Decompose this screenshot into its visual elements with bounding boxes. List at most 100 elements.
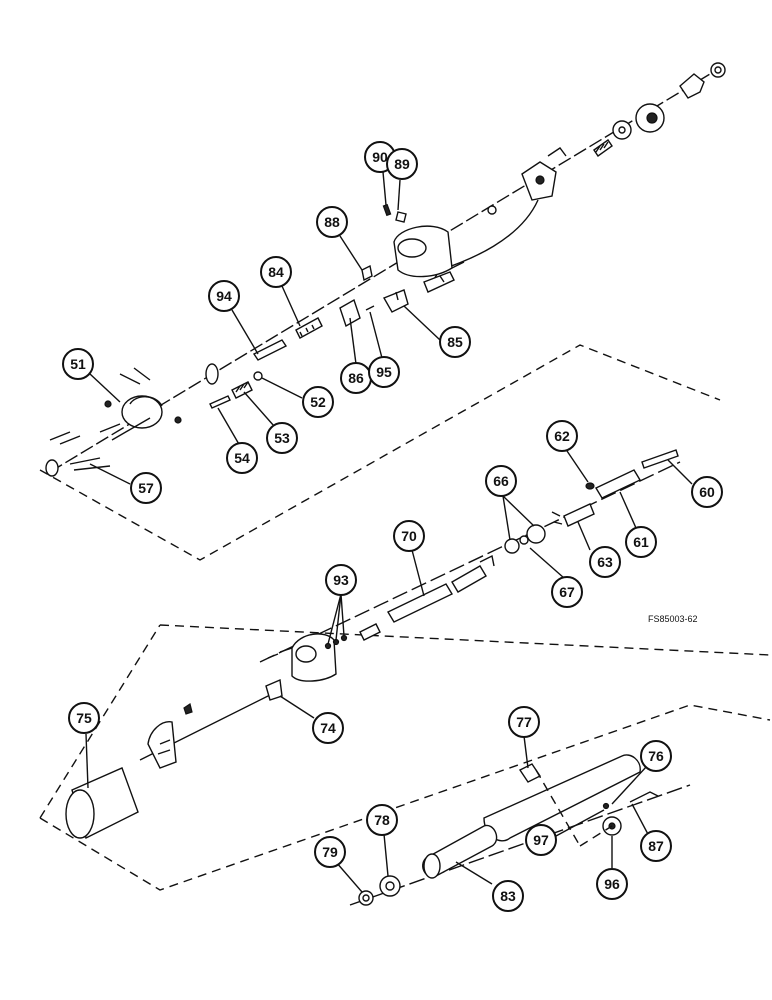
pivot-pins [49,423,121,445]
nut-79 [358,890,374,906]
callout-label: 95 [376,364,392,380]
callout-78: 78 [366,804,398,836]
rack-preload-spring-88 [361,264,373,282]
callout-97: 97 [525,824,557,856]
callout-label: 96 [604,876,620,892]
callout-label: 61 [633,534,649,550]
callout-61: 61 [625,526,657,558]
shaft-lock-washer [205,363,219,385]
sleeve-93-small [359,623,381,641]
callout-88: 88 [316,206,348,238]
bushing-57 [45,457,111,477]
callout-label: 86 [348,370,364,386]
bearing-66 [504,524,546,554]
callout-label: 89 [394,156,410,172]
callout-label: 83 [500,888,516,904]
callout-94: 94 [208,280,240,312]
retainer-78 [379,875,401,897]
callout-label: 67 [559,584,575,600]
callout-label: 94 [216,288,232,304]
lock-housing [393,225,465,283]
group-boundary-lower [39,624,771,891]
bolt-90 [382,203,392,217]
callout-62: 62 [546,420,578,452]
callout-label: 53 [274,430,290,446]
callout-label: 62 [554,428,570,444]
callout-53: 53 [266,422,298,454]
shaft-60 [641,449,679,469]
rack-84 [295,317,323,339]
screw-lower-left [183,703,193,715]
housing-93 [267,633,337,682]
callout-label: 54 [234,450,250,466]
upper-bearing-spring [593,139,613,157]
callout-label: 93 [333,572,349,588]
sleeve-61 [595,469,641,499]
callout-label: 66 [493,473,509,489]
upper-bearing-retainer [679,73,705,99]
spring-52 [253,371,263,381]
callout-label: 57 [138,480,154,496]
cancel-cam-gear [612,120,632,140]
tube-lower-83 [422,824,498,879]
callout-63: 63 [589,546,621,578]
callout-label: 75 [76,710,92,726]
spring-53 [231,381,253,399]
callout-label: 60 [699,484,715,500]
group-boundary-upper [39,344,721,561]
callout-85: 85 [439,326,471,358]
pin-62 [585,482,595,490]
housing-51 [111,395,163,441]
callout-label: 74 [320,720,336,736]
steering-shaft-70 [387,554,495,623]
callout-76: 76 [640,740,672,772]
callout-label: 85 [447,334,463,350]
callout-57: 57 [130,472,162,504]
callout-74: 74 [312,712,344,744]
callout-95: 95 [368,356,400,388]
callout-96: 96 [596,868,628,900]
screw-76-87 [602,791,659,810]
rod-94 [252,339,288,361]
callout-77: 77 [508,706,540,738]
detent-89 [395,211,407,223]
bearing-74 [265,678,283,701]
screws-upper-left [104,367,182,424]
sector-86 [339,298,361,328]
spring-95 [365,305,375,311]
washer-small [487,205,497,215]
callout-label: 97 [533,832,549,848]
callout-70: 70 [393,520,425,552]
callout-79: 79 [314,836,346,868]
callout-60: 60 [691,476,723,508]
callout-87: 87 [640,830,672,862]
lock-plate [635,103,665,133]
callout-label: 88 [324,214,340,230]
callout-label: 90 [372,149,388,165]
callout-75: 75 [68,702,100,734]
leader-lines [85,171,693,893]
callout-86: 86 [340,362,372,394]
callout-label: 76 [648,748,664,764]
aux-dash-lines [535,769,613,847]
yoke-63 [551,503,595,527]
callout-label: 78 [374,812,390,828]
switch-actuator-54 [209,395,231,409]
callout-54: 54 [226,442,258,474]
bracket-left [147,721,177,769]
middle-shaft-axis [259,461,681,663]
spring-67 [519,535,529,545]
callout-label: 63 [597,554,613,570]
callout-66: 66 [485,465,517,497]
turn-signal-switch [521,147,567,201]
callout-67: 67 [551,576,583,608]
callout-52: 52 [302,386,334,418]
callout-51: 51 [62,348,94,380]
callout-label: 87 [648,838,664,854]
callout-83: 83 [492,880,524,912]
callout-84: 84 [260,256,292,288]
shroud-75 [65,767,139,840]
callout-label: 70 [401,528,417,544]
callout-93: 93 [325,564,357,596]
